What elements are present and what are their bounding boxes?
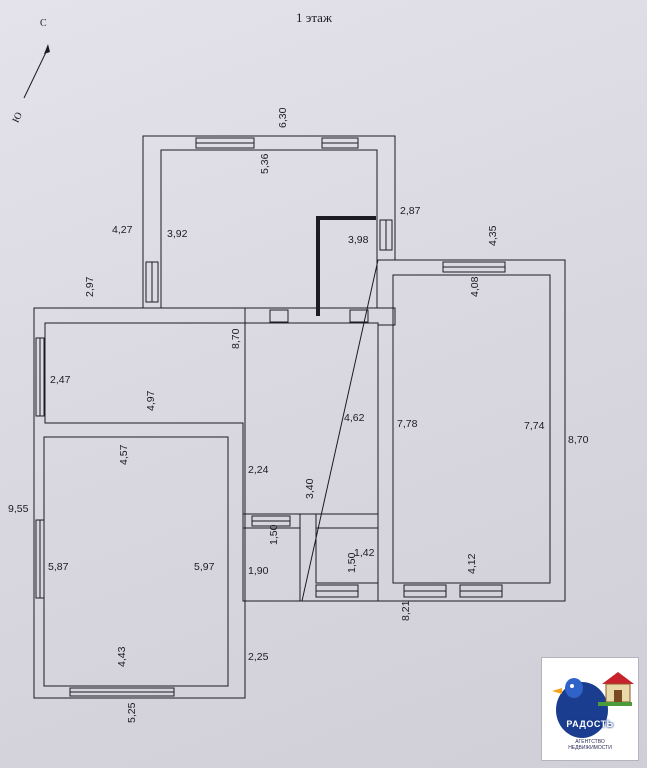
wall-right-room-outer	[301, 259, 566, 602]
dim-label: 4,12	[466, 553, 478, 574]
dim-label: 5,36	[259, 153, 271, 174]
dim-label: 1,42	[354, 547, 375, 559]
dim-label: 4,97	[145, 390, 157, 411]
interior-partition	[316, 216, 376, 316]
dim-label: 3,92	[167, 228, 188, 240]
dim-label: 3,98	[348, 234, 369, 246]
compass-south-label: Ю	[11, 111, 25, 125]
dim-label: 8,70	[230, 328, 242, 349]
compass-north-label: С	[40, 18, 47, 29]
compass-arrow-icon	[23, 44, 50, 99]
wall-bottom-left-room-inner	[43, 436, 229, 687]
dim-label: 1,50	[346, 552, 358, 573]
dim-label: 5,87	[48, 561, 69, 573]
plan-title: 1 этаж	[296, 10, 333, 25]
dim-label: 2,97	[84, 276, 96, 297]
dim-label: 4,57	[118, 444, 130, 465]
duck-house-logo-icon	[552, 672, 634, 738]
dim-label: 8,21	[400, 600, 412, 621]
dim-label: 4,62	[344, 412, 365, 424]
agency-logo: РАДОСТЬ АГЕНТСТВО НЕДВИЖИМОСТИ	[541, 657, 639, 761]
wall-right-room-inner	[392, 274, 551, 584]
dim-label: 7,74	[524, 420, 545, 432]
dim-label: 2,24	[248, 464, 269, 476]
dim-label: 4,43	[116, 646, 128, 667]
dim-label: 1,90	[248, 565, 269, 577]
dim-label: 6,30	[277, 107, 289, 128]
logo-subtitle: АГЕНТСТВО НЕДВИЖИМОСТИ	[542, 739, 638, 751]
dim-label: 3,40	[304, 478, 316, 499]
dim-label: 5,25	[126, 702, 138, 723]
dim-label: 2,25	[248, 651, 269, 663]
dim-label: 5,97	[194, 561, 215, 573]
dim-label: 2,47	[50, 374, 71, 386]
dim-label: 7,78	[397, 418, 418, 430]
logo-subtitle-line1: АГЕНТСТВО	[575, 739, 605, 745]
windows	[35, 137, 506, 697]
logo-subtitle-line2: НЕДВИЖИМОСТИ	[568, 745, 612, 751]
dim-label: 9,55	[8, 503, 29, 515]
dim-label: 2,87	[400, 205, 421, 217]
logo-brand-text: РАДОСТЬ	[566, 719, 614, 729]
dim-label: 4,27	[112, 224, 133, 236]
wall-top-room-inner	[160, 149, 378, 309]
dim-label: 1,50	[268, 524, 280, 545]
dim-label: 4,35	[487, 225, 499, 246]
dim-label: 8,70	[568, 434, 589, 446]
wall-main-outer	[33, 307, 396, 699]
dim-label: 4,08	[469, 276, 481, 297]
